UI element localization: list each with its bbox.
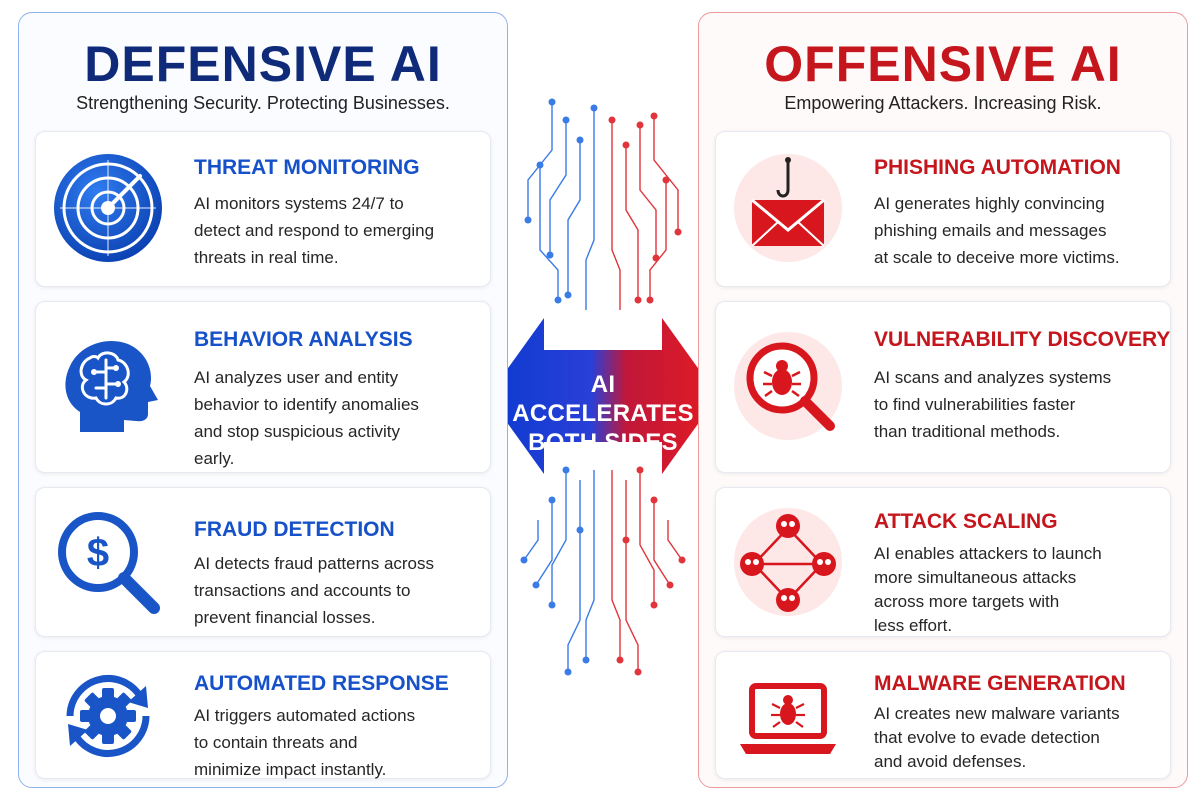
card-title: MALWARE GENERATION — [874, 672, 1126, 695]
phishing-hook-envelope-icon — [730, 150, 846, 266]
card-description: AI enables attackers to launch more simu… — [874, 544, 1102, 635]
card-malware-generation: MALWARE GENERATION AI creates new malwar… — [715, 651, 1171, 779]
card-automated-response: AUTOMATED RESPONSE AI triggers automated… — [35, 651, 491, 779]
bug-magnifier-icon — [730, 328, 846, 444]
dollar-magnifier-icon: $ — [50, 504, 166, 620]
laptop-bug-icon — [730, 658, 846, 774]
card-title: THREAT MONITORING — [194, 156, 420, 179]
card-description: AI creates new malware variants that evo… — [874, 704, 1120, 771]
offensive-subtitle: Empowering Attackers. Increasing Risk. — [784, 93, 1102, 113]
center-connector: AI ACCELERATES BOTH SIDES — [508, 0, 698, 800]
card-description: AI scans and analyzes systems to find vu… — [874, 368, 1112, 441]
card-description: AI detects fraud patterns across transac… — [194, 554, 435, 627]
center-label-line1: AI ACCELERATES — [512, 371, 694, 427]
card-title: VULNERABILITY DISCOVERY — [874, 328, 1171, 351]
brain-head-icon — [50, 328, 166, 444]
card-title: BEHAVIOR ANALYSIS — [194, 328, 413, 351]
card-vulnerability-discovery: VULNERABILITY DISCOVERY AI scans and ana… — [715, 301, 1171, 473]
svg-text:$: $ — [87, 531, 109, 575]
center-label-line2: BOTH SIDES — [528, 429, 678, 456]
card-title: AUTOMATED RESPONSE — [194, 672, 449, 695]
center-label: AI ACCELERATES BOTH SIDES — [508, 370, 698, 457]
card-description: AI monitors systems 24/7 to detect and r… — [194, 194, 435, 267]
card-description: AI triggers automated actions to contain… — [194, 706, 416, 779]
card-description: AI generates highly convincing phishing … — [874, 194, 1120, 267]
circuit-lines — [508, 98, 698, 676]
card-attack-scaling: ATTACK SCALING AI enables attackers to l… — [715, 487, 1171, 637]
gear-cycle-icon — [50, 658, 166, 774]
card-threat-monitoring: THREAT MONITORING AI monitors systems 24… — [35, 131, 491, 287]
skull-network-icon — [730, 504, 846, 620]
card-fraud-detection: $ FRAUD DETECTION AI detects fraud patte… — [35, 487, 491, 637]
offensive-title: OFFENSIVE AI — [764, 36, 1122, 92]
card-title: FRAUD DETECTION — [194, 518, 395, 541]
offensive-panel: OFFENSIVE AI Empowering Attackers. Incre… — [698, 12, 1188, 788]
card-title: ATTACK SCALING — [874, 510, 1058, 533]
double-arrow-icon — [508, 318, 698, 474]
card-phishing-automation: PHISHING AUTOMATION AI generates highly … — [715, 131, 1171, 287]
card-behavior-analysis: BEHAVIOR ANALYSIS AI analyzes user and e… — [35, 301, 491, 473]
card-description: AI analyzes user and entity behavior to … — [194, 368, 419, 468]
card-title: PHISHING AUTOMATION — [874, 156, 1121, 179]
radar-icon — [50, 150, 166, 266]
defensive-panel: DEFENSIVE AI Strengthening Security. Pro… — [18, 12, 508, 788]
defensive-subtitle: Strengthening Security. Protecting Busin… — [76, 93, 450, 113]
defensive-title: DEFENSIVE AI — [84, 36, 442, 92]
